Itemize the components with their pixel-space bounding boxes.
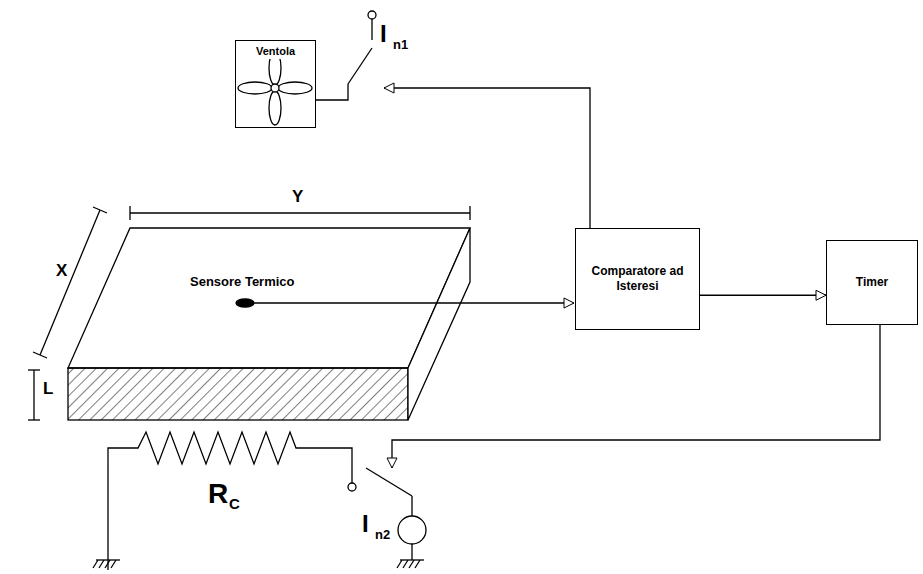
thermal-sensor — [236, 299, 254, 307]
resistor-symbol — [108, 432, 352, 570]
source-symbol — [398, 516, 426, 544]
box-text: Ventola — [254, 45, 297, 59]
plate-front — [68, 368, 408, 420]
ground-symbol — [93, 560, 424, 568]
switch-blade — [348, 48, 372, 84]
box-text: Comparatore ad Isteresi — [576, 264, 699, 294]
fan-box: Ventola — [235, 40, 316, 128]
comparator-box: Comparatore ad Isteresi — [575, 228, 700, 330]
signal-arrow — [700, 295, 826, 296]
dimension-label: L — [43, 380, 53, 397]
box-text: Timer — [856, 275, 888, 290]
dimension-label: X — [56, 262, 67, 279]
switch-blade — [366, 468, 412, 496]
switch-subscript: n2 — [375, 528, 390, 541]
fan-symbol — [238, 51, 312, 125]
plate-top — [68, 228, 470, 368]
plate-side — [408, 228, 470, 420]
dimension-label: Y — [292, 188, 303, 205]
component-label: R — [208, 480, 228, 508]
switch-subscript: n1 — [393, 38, 408, 51]
switch-label: I — [362, 512, 369, 536]
timer-box: Timer — [826, 240, 918, 325]
sensor-label: Sensore Termico — [190, 275, 295, 288]
component-subscript: C — [229, 496, 240, 511]
switch-label: I — [380, 22, 387, 46]
